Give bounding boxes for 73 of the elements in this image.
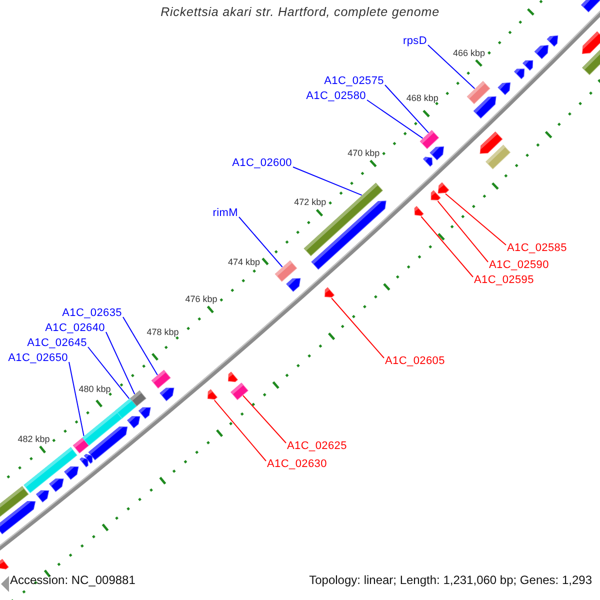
leader-line (445, 193, 506, 246)
gene-box (230, 382, 248, 400)
scale-label: 470 kbp (348, 148, 380, 158)
gene-label: A1C_02590 (489, 259, 549, 271)
leader-line (366, 100, 424, 139)
gene-label: A1C_02600 (232, 157, 292, 169)
gene-feature (582, 31, 600, 54)
leader-line (420, 216, 474, 278)
leader-line (106, 332, 136, 395)
gene-label: A1C_02650 (8, 352, 68, 364)
gene-label: A1C_02585 (507, 242, 567, 254)
gene-label: A1C_02580 (306, 90, 366, 102)
leader-line (292, 166, 362, 196)
scale-label: 466 kbp (453, 48, 486, 58)
gene-label: A1C_02595 (474, 274, 534, 286)
gene-label: A1C_02645 (27, 337, 87, 349)
gene-feature (473, 96, 496, 119)
gene-feature (0, 558, 9, 570)
leader-line (122, 316, 158, 376)
scale-label: 472 kbp (294, 197, 326, 208)
gene-feature (514, 68, 525, 80)
gene-feature (438, 182, 450, 194)
gene-label: A1C_02575 (324, 75, 384, 87)
gene-label: A1C_02635 (62, 307, 122, 319)
gene-feature (207, 389, 218, 400)
leader-line (437, 200, 488, 262)
gene-feature (580, 0, 600, 12)
gene-feature (430, 146, 444, 160)
leader-line (214, 400, 266, 462)
gene-box (130, 390, 146, 407)
gene-label: rimM (212, 207, 238, 219)
leader-line (384, 84, 430, 134)
leader-line (88, 346, 130, 400)
gene-feature (126, 416, 140, 428)
gene-feature (0, 501, 36, 534)
gene-label: rpsD (402, 35, 427, 47)
scale-label: 480 kbp (78, 384, 111, 394)
gene-feature (311, 200, 386, 270)
map-title: Rickettsia akari str. Hartford, complete genome (160, 5, 440, 19)
gene-box (274, 260, 298, 282)
scale-label: 474 kbp (228, 256, 260, 267)
leader-line (331, 298, 384, 358)
gene-box (420, 130, 440, 150)
gene-feature (522, 60, 534, 71)
gene-label: A1C_02605 (385, 355, 445, 367)
leader-line (68, 362, 84, 437)
gene-label: A1C_02640 (45, 322, 105, 334)
gene-feature (64, 466, 79, 480)
gene-feature (286, 278, 301, 292)
accession-text: Accession: NC_009881 (10, 573, 136, 587)
scale-label: 476 kbp (185, 294, 218, 304)
gene-feature (546, 35, 558, 47)
scale-label: 478 kbp (146, 326, 179, 337)
gene-feature (36, 490, 50, 503)
gene-feature (324, 287, 335, 298)
gene-feature (422, 156, 433, 167)
gene-feature (160, 388, 174, 402)
gene-feature (534, 44, 549, 60)
gene-feature (498, 82, 511, 96)
genome-stats-text: Topology: linear; Length: 1,231,060 bp; Genes: 1,293 (309, 573, 592, 587)
gene-feature (48, 478, 64, 492)
scale-label: 482 kbp (18, 434, 50, 444)
gene-label: A1C_02630 (267, 458, 327, 470)
leader-line (238, 216, 283, 268)
gene-box (151, 370, 171, 389)
scale-label: 468 kbp (406, 92, 438, 103)
gene-label: A1C_02625 (287, 440, 347, 452)
gene-feature (414, 206, 424, 216)
gene-feature (88, 426, 128, 460)
leader-line (428, 44, 476, 90)
gene-box (485, 144, 511, 170)
gene-feature (138, 407, 151, 419)
gene-feature (228, 372, 238, 382)
